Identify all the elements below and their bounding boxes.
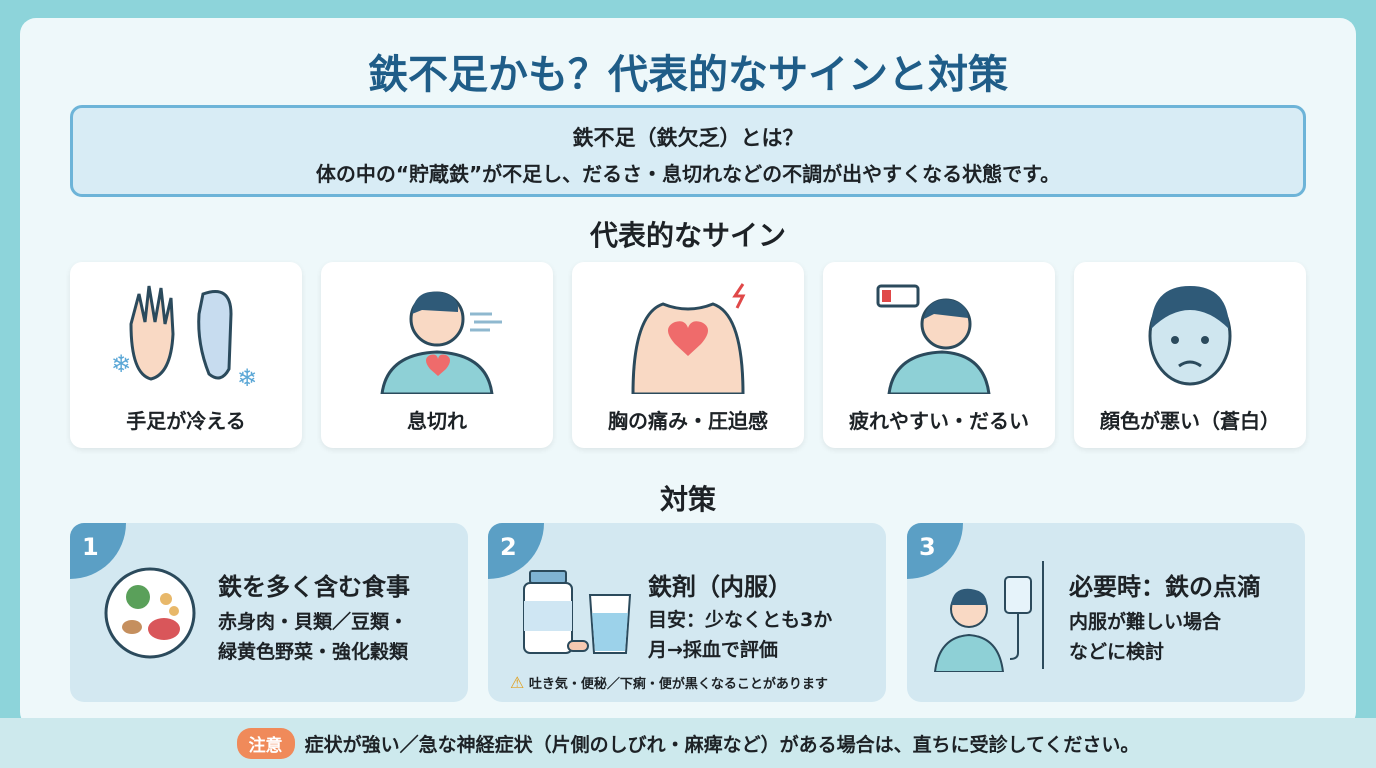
caution-footer: 注意 症状が強い／急な神経症状（片側のしびれ・麻痺など）がある場合は、直ちに受診… bbox=[0, 718, 1376, 768]
sign-label: 顔色が悪い（蒼白） bbox=[1100, 409, 1280, 433]
sign-card-pale: 顔色が悪い（蒼白） bbox=[1074, 262, 1306, 448]
measure-card-diet: 1 鉄を多く含む食事 赤身肉・貝類／豆類・ 緑黄色野菜・強化穀類 bbox=[70, 523, 468, 702]
measure-line: 月→採血で評価 bbox=[648, 639, 778, 661]
definition-heading: 鉄不足（鉄欠乏）とは？ bbox=[572, 126, 804, 150]
definition-body: 体の中の“貯蔵鉄”が不足し、だるさ・息切れなどの不調が出やすくなる状態です。 bbox=[315, 162, 1061, 186]
cold-hands-feet-icon: ❄❄ bbox=[111, 285, 257, 392]
svg-text:❄: ❄ bbox=[111, 350, 131, 378]
sign-card-cold: ❄❄ 手足が冷える bbox=[70, 262, 302, 448]
shortness-of-breath-icon bbox=[380, 291, 502, 394]
sign-label: 疲れやすい・だるい bbox=[849, 409, 1029, 433]
svg-text:❄: ❄ bbox=[237, 364, 257, 392]
sign-label: 手足が冷える bbox=[126, 409, 246, 433]
caution-badge: 注意 bbox=[236, 727, 295, 759]
caution-text: 症状が強い／急な神経症状（片側のしびれ・麻痺など）がある場合は、直ちに受診してく… bbox=[304, 733, 1140, 756]
page-title: 鉄不足かも？代表的なサインと対策 bbox=[368, 52, 1008, 98]
signs-heading: 代表的なサイン bbox=[589, 219, 786, 252]
measure-card-iv: 3 必要時：鉄の点滴 内服が難しい場合 などに検討 bbox=[907, 523, 1305, 702]
iron-pills-and-water-icon bbox=[523, 570, 632, 654]
sign-card-chest: 胸の痛み・圧迫感 bbox=[572, 262, 804, 448]
measure-card-supplement: 2 鉄剤（内服） 目安：少なくとも3か 月→採血で評価 ⚠ 吐き気・便秘／下痢・… bbox=[488, 523, 886, 702]
sign-card-fatigue: 疲れやすい・だるい bbox=[823, 262, 1055, 448]
warning-text: 吐き気・便秘／下痢・便が黒くなることがあります bbox=[528, 677, 828, 692]
measure-line: 赤身肉・貝類／豆類・ bbox=[218, 611, 409, 633]
measure-title: 鉄を多く含む食事 bbox=[218, 573, 410, 601]
measure-line: 目安：少なくとも3か bbox=[648, 609, 833, 631]
measure-line: などに検討 bbox=[1069, 641, 1165, 663]
measure-line: 緑黄色野菜・強化穀類 bbox=[218, 641, 409, 663]
sign-label: 胸の痛み・圧迫感 bbox=[608, 409, 768, 433]
measure-line: 内服が難しい場合 bbox=[1069, 611, 1222, 633]
warning-triangle-icon: ⚠ bbox=[510, 673, 525, 692]
measure-title: 必要時：鉄の点滴 bbox=[1069, 573, 1261, 601]
pale-face-icon bbox=[1148, 286, 1232, 386]
measure-title: 鉄剤（内服） bbox=[648, 573, 792, 601]
measures-heading: 対策 bbox=[659, 483, 716, 516]
iron-rich-food-plate-icon bbox=[104, 567, 196, 659]
fatigue-icon bbox=[876, 284, 991, 394]
side-effect-warning: ⚠ 吐き気・便秘／下痢・便が黒くなることがあります bbox=[510, 673, 828, 692]
definition-box: 鉄不足（鉄欠乏）とは？ 体の中の“貯蔵鉄”が不足し、だるさ・息切れなどの不調が出… bbox=[70, 105, 1306, 197]
sign-card-breath: 息切れ bbox=[321, 262, 553, 448]
chest-pain-icon bbox=[631, 283, 746, 394]
sign-label: 息切れ bbox=[407, 409, 467, 433]
iv-drip-icon bbox=[933, 561, 1044, 672]
